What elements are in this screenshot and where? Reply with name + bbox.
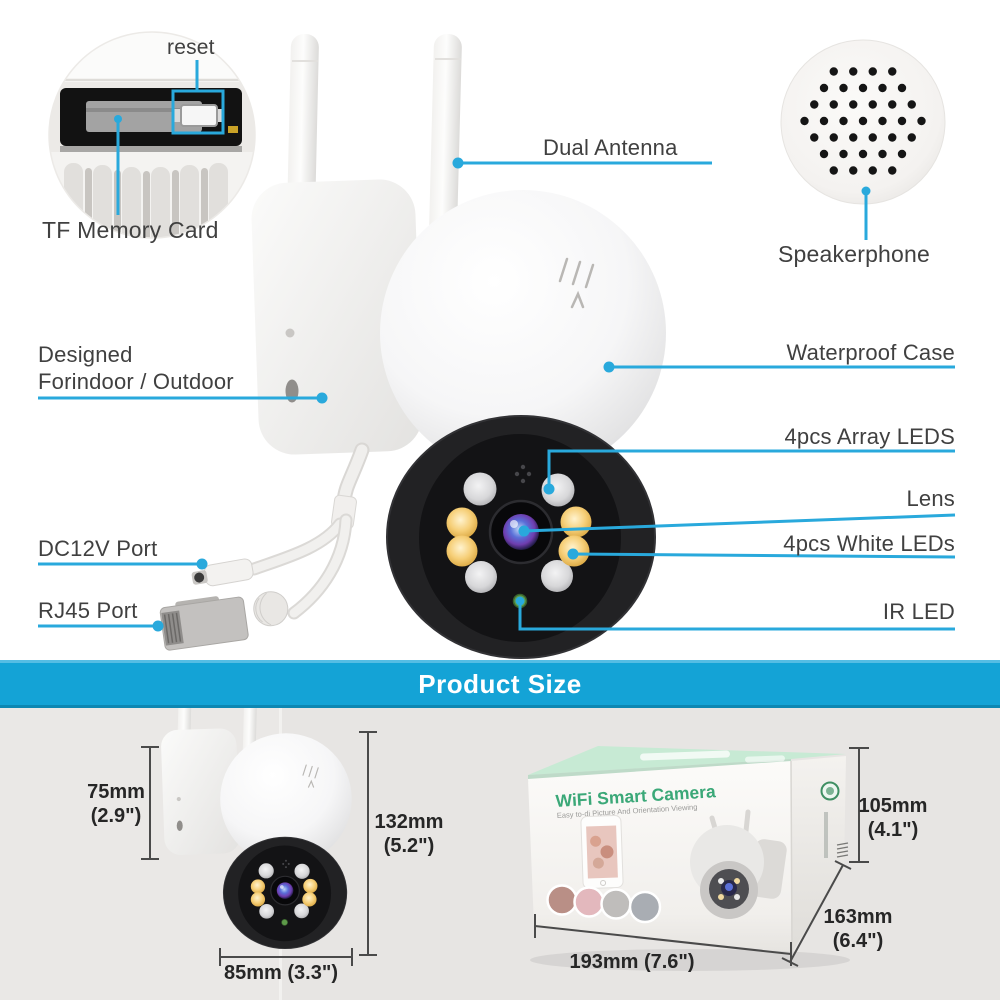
dimension-85mm-value: 85mm (3.3"): [224, 962, 338, 984]
dimension-193mm: 193mm (7.6"): [569, 950, 694, 974]
dimension-193mm-value: 193mm (7.6"): [569, 951, 695, 973]
dimension-163mm-value: 163mm: [823, 906, 893, 928]
product-box-photo: WiFi Smart Camera Easy to-di Picture And…: [528, 746, 850, 971]
dimension-163mm: 163mm (6.4"): [824, 905, 893, 953]
reset-inset-photo: [48, 31, 256, 239]
label-designed-line2: Forindoor / Outdoor: [38, 369, 234, 394]
product-size-banner: Product Size: [0, 660, 1000, 708]
label-speakerphone: Speakerphone: [778, 241, 931, 267]
callout-line-ir-led: [518, 601, 955, 631]
dimension-132mm-inch: (5.2"): [383, 835, 435, 857]
speaker-grille-photo: [780, 39, 946, 205]
dimension-132mm: 132mm (5.2"): [375, 810, 444, 858]
label-reset: reset: [167, 36, 215, 59]
callout-line-array-leds: [547, 449, 955, 489]
main-camera-photo: [159, 32, 668, 660]
box-side-details: [820, 781, 849, 858]
callout-lines: [38, 60, 956, 632]
product-size-title: Product Size: [418, 668, 582, 699]
dimension-132mm-value: 132mm: [374, 811, 444, 833]
label-dc12v-port: DC12V Port: [38, 536, 158, 561]
label-white-leds: 4pcs White LEDs: [783, 531, 955, 556]
dimension-75mm-value: 75mm: [87, 781, 145, 803]
dimension-75mm: 75mm (2.9"): [87, 780, 145, 828]
rj45-connector: [159, 591, 289, 651]
label-designed-line1: Designed: [38, 342, 133, 367]
label-tf-memory-card: TF Memory Card: [42, 217, 219, 243]
label-dual-antenna: Dual Antenna: [543, 135, 678, 160]
callout-box-reset: [171, 89, 225, 135]
box-feature-circles: [546, 884, 662, 924]
label-waterproof-case: Waterproof Case: [786, 340, 955, 365]
label-rj45-port: RJ45 Port: [38, 598, 138, 623]
label-ir-led: IR LED: [882, 599, 955, 624]
dc-jack: [191, 558, 254, 587]
label-array-leds: 4pcs Array LEDS: [784, 424, 955, 449]
box-camera-graphic: [690, 809, 787, 919]
cable-pigtail: [159, 442, 370, 651]
dimension-105mm: 105mm (4.1"): [859, 794, 928, 842]
speaker-holes: [800, 67, 926, 175]
dimension-163mm-inch: (6.4"): [832, 930, 884, 952]
callout-line-white-leds: [572, 552, 956, 559]
dimension-75mm-inch: (2.9"): [90, 805, 142, 827]
dimension-85mm: 85mm (3.3"): [224, 961, 338, 985]
callout-line-lens: [523, 513, 956, 533]
dimension-105mm-value: 105mm: [858, 795, 928, 817]
label-lens: Lens: [906, 486, 955, 511]
dimension-105mm-inch: (4.1"): [867, 819, 919, 841]
dimension-lines: [141, 731, 869, 967]
box-phone-graphic: [580, 815, 624, 889]
label-designed: Designed Forindoor / Outdoor: [38, 341, 234, 395]
